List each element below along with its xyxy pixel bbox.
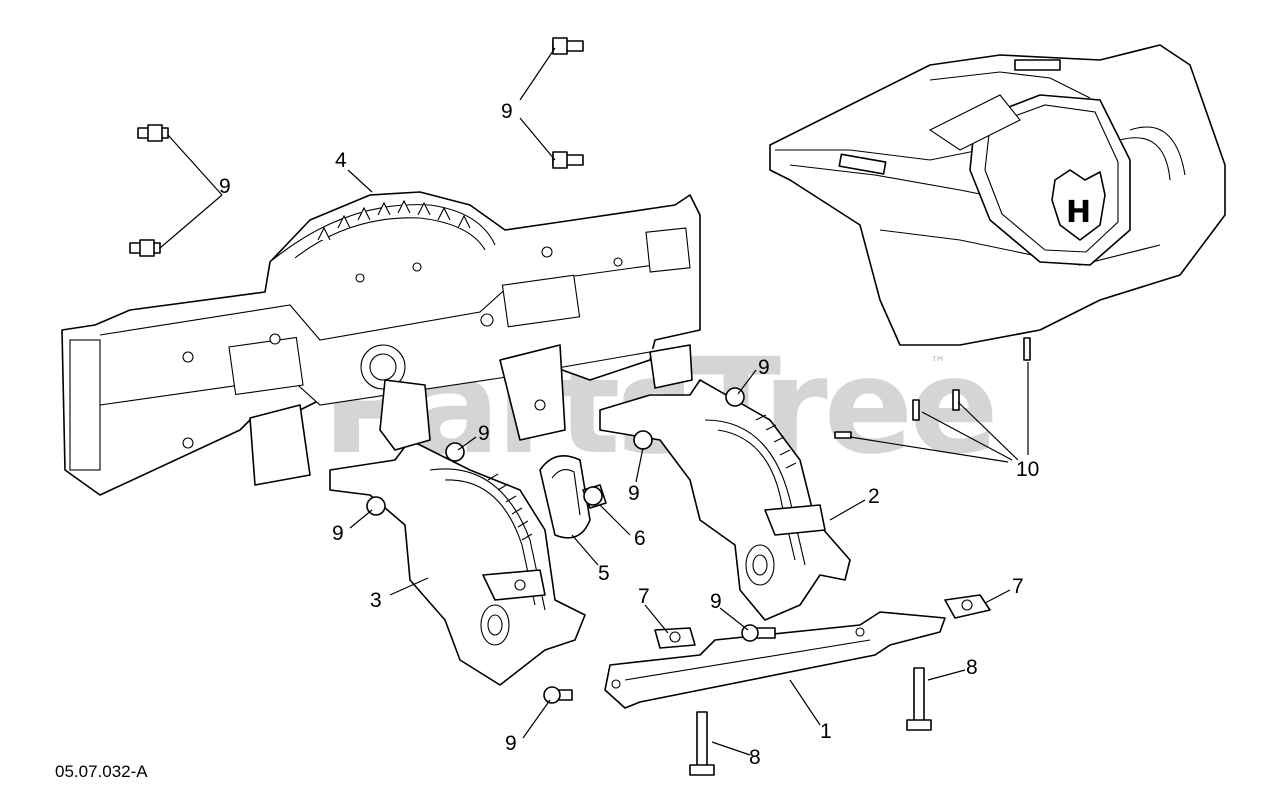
part-9-bolt-mid-4[interactable] [725, 387, 745, 407]
callout-6: 6 [634, 527, 646, 550]
part-9-bolt-mid-1[interactable] [445, 442, 465, 462]
callout-8-right: 8 [966, 656, 978, 679]
part-5-clamp[interactable] [539, 454, 591, 539]
part-7-nut-plate-right[interactable] [944, 594, 991, 619]
hood-console-cover[interactable]: H [769, 44, 1226, 346]
part-9-bolt-top-left-1[interactable] [137, 124, 169, 142]
callout-9-lower-right: 9 [710, 590, 722, 613]
callout-9-top-left: 9 [219, 175, 231, 198]
callout-8-lower: 8 [749, 746, 761, 769]
callout-4: 4 [335, 149, 347, 172]
part-6-pin[interactable] [582, 484, 607, 509]
diagram-code: 05.07.032-A [55, 762, 148, 781]
part-7-nut-plate-left[interactable] [654, 627, 696, 649]
part-9-bolt-top-center-1[interactable] [552, 37, 584, 55]
part-4-main-bracket[interactable] [61, 191, 701, 496]
watermark-trademark: ™ [930, 353, 946, 372]
callout-7-left: 7 [638, 585, 650, 608]
part-2-right-pivot-bracket[interactable] [599, 344, 851, 621]
callout-3: 3 [370, 589, 382, 612]
callout-10: 10 [1016, 458, 1039, 481]
part-9-bolt-top-left-2[interactable] [129, 239, 161, 257]
callout-9-left: 9 [332, 522, 344, 545]
logo-letter: H [1066, 195, 1091, 230]
callout-2: 2 [868, 485, 880, 508]
part-9-bolt-mid-3[interactable] [633, 430, 653, 450]
callout-9-mid-left: 9 [478, 422, 490, 445]
callout-9-right-upper: 9 [758, 356, 770, 379]
part-9-bolt-top-center-2[interactable] [552, 151, 584, 169]
callout-9-lower-left: 9 [505, 732, 517, 755]
part-3-left-pivot-bracket[interactable] [329, 379, 586, 686]
part-8-bolt-lower[interactable] [689, 711, 715, 776]
part-9-bolt-lower-2[interactable] [543, 686, 573, 704]
callout-7-right: 7 [1012, 575, 1024, 598]
part-8-bolt-right[interactable] [906, 667, 932, 731]
callout-9-center: 9 [628, 482, 640, 505]
callout-5: 5 [598, 562, 610, 585]
callout-1: 1 [820, 720, 832, 743]
part-1-lower-bar[interactable] [604, 611, 946, 709]
part-10-screws[interactable] [834, 337, 1031, 439]
leader-lines [159, 47, 1029, 756]
part-9-bolt-lower-1[interactable] [741, 624, 776, 642]
callout-9-top-center: 9 [501, 100, 513, 123]
